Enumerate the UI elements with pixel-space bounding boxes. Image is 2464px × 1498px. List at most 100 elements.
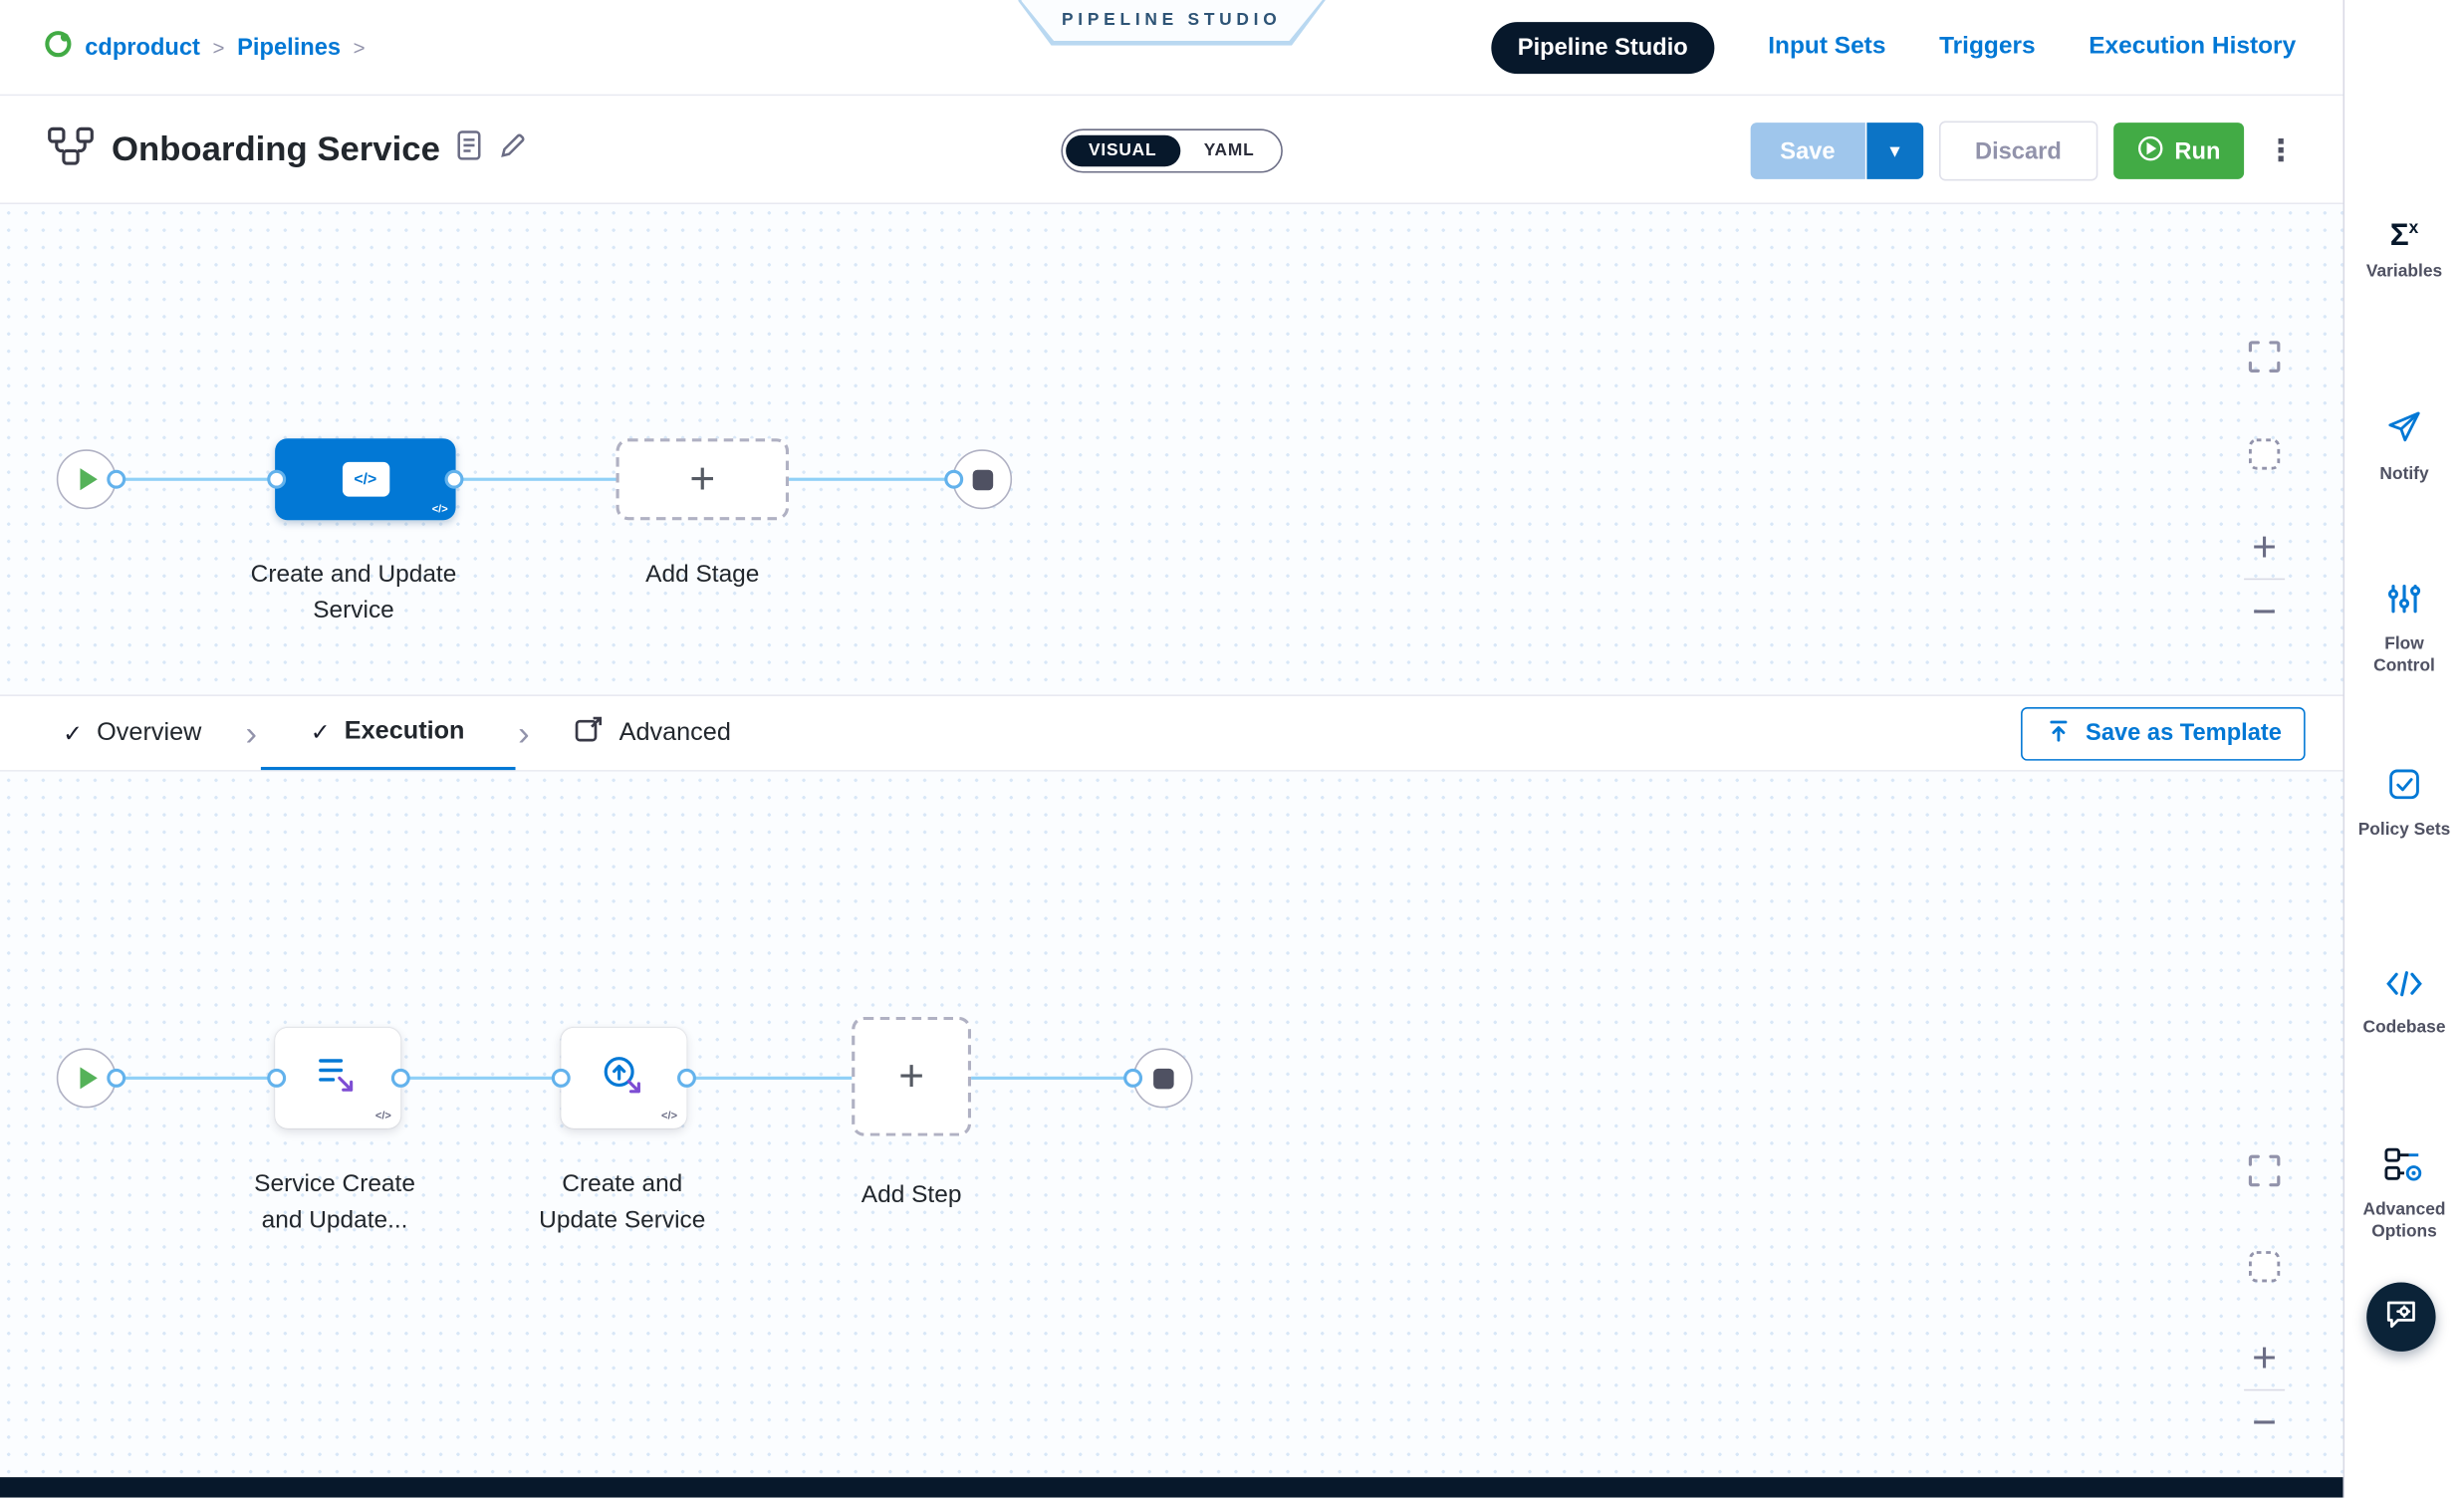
- edit-pencil-icon[interactable]: [498, 131, 526, 167]
- stage-node-create-update-service[interactable]: </> </>: [275, 438, 456, 521]
- sidebar-item-label: Advanced Options: [2362, 1200, 2446, 1242]
- stage-code-badge: </>: [431, 504, 448, 516]
- pipeline-end-node[interactable]: [952, 449, 1013, 510]
- breadcrumb-separator: >: [353, 35, 366, 60]
- tab-advanced[interactable]: Advanced: [533, 696, 772, 770]
- notify-plane-icon: [2385, 408, 2423, 454]
- plus-icon: +: [898, 1051, 925, 1101]
- execution-canvas[interactable]: </> Service Create and Update... </> Cre…: [0, 771, 2343, 1484]
- chat-bubble-icon: [2384, 1296, 2419, 1339]
- add-step-label: Add Step: [861, 1181, 962, 1209]
- plus-icon: +: [689, 453, 716, 503]
- connector-dot: [107, 1068, 126, 1088]
- step1-label: Service Create and Update...: [254, 1170, 415, 1234]
- deploy-stage-icon: </>: [342, 461, 389, 497]
- selection-box-icon[interactable]: [2244, 1246, 2285, 1287]
- step-code-badge: </>: [661, 1111, 678, 1123]
- tab-execution[interactable]: ✓ Execution: [260, 696, 515, 771]
- chevron-right-icon: ›: [245, 712, 258, 752]
- connector-dot: [390, 1068, 410, 1088]
- code-glyph: </>: [354, 470, 377, 488]
- connector-line: [400, 1076, 563, 1080]
- policy-sets-icon: [2387, 767, 2422, 810]
- execution-start-node[interactable]: [56, 1048, 117, 1109]
- visual-yaml-toggle: VISUAL YAML: [1060, 128, 1283, 173]
- pipeline-toolbar: Onboarding Service VISUAL YAML Save ▾ Di…: [0, 96, 2343, 205]
- advanced-icon: [574, 713, 606, 752]
- save-as-template-button[interactable]: Save as Template: [2021, 706, 2306, 760]
- breadcrumb-org-link[interactable]: cdproduct: [85, 33, 200, 61]
- tab-input-sets[interactable]: Input Sets: [1768, 33, 1886, 60]
- step-create-update-service[interactable]: </>: [561, 1027, 687, 1128]
- chevron-down-icon: ▾: [1889, 137, 1900, 162]
- run-button-label: Run: [2174, 137, 2221, 164]
- toggle-yaml[interactable]: YAML: [1203, 141, 1255, 160]
- sidebar-item-flow-control[interactable]: Flow Control: [2344, 582, 2464, 678]
- right-sidebar: Σx Variables Notify Flow Control Policy …: [2342, 0, 2464, 1498]
- sidebar-item-variables[interactable]: Σx Variables: [2344, 220, 2464, 284]
- variables-icon: Σx: [2389, 218, 2419, 254]
- toolbar-actions: Save ▾ Discard Run ⋮: [1750, 121, 2297, 181]
- zoom-out-button[interactable]: −: [2252, 588, 2278, 635]
- selection-box-icon[interactable]: [2244, 433, 2285, 474]
- run-button[interactable]: Run: [2112, 123, 2245, 179]
- step2-label: Create and Update Service: [539, 1170, 706, 1234]
- add-step-button[interactable]: +: [852, 1016, 972, 1136]
- pipeline-start-node[interactable]: [56, 449, 117, 510]
- tab-overview[interactable]: ✓ Overview: [63, 696, 242, 770]
- tab-execution-history[interactable]: Execution History: [2089, 33, 2297, 60]
- breadcrumb-pipelines-link[interactable]: Pipelines: [237, 33, 342, 61]
- sidebar-item-advanced-options[interactable]: Advanced Options: [2344, 1147, 2464, 1244]
- zoom-out-button[interactable]: −: [2252, 1398, 2278, 1446]
- connector-line: [455, 477, 619, 481]
- connector-line: [686, 1076, 854, 1080]
- stop-icon: [971, 468, 993, 490]
- tab-pipeline-studio[interactable]: Pipeline Studio: [1490, 21, 1715, 74]
- description-icon[interactable]: [457, 130, 481, 168]
- zoom-divider: [2244, 578, 2286, 581]
- pipeline-studio-ribbon-label: PIPELINE STUDIO: [1020, 0, 1323, 42]
- tab-overview-label: Overview: [97, 718, 202, 746]
- add-stage-button[interactable]: +: [616, 438, 790, 521]
- help-chat-button[interactable]: [2366, 1282, 2436, 1352]
- sidebar-item-codebase[interactable]: Codebase: [2344, 968, 2464, 1039]
- upload-icon: [2045, 716, 2073, 751]
- sidebar-item-label: Policy Sets: [2357, 820, 2451, 840]
- breadcrumb-separator: >: [212, 35, 225, 60]
- bottom-bar: [0, 1477, 2343, 1498]
- step-service-create-update[interactable]: </>: [275, 1027, 401, 1128]
- stage-config-tabs: ✓ Overview › ✓ Execution › Advanced Save…: [0, 694, 2343, 772]
- tab-triggers[interactable]: Triggers: [1939, 33, 2036, 60]
- sidebar-item-policy-sets[interactable]: Policy Sets: [2344, 767, 2464, 842]
- chevron-right-icon: ›: [518, 712, 530, 752]
- discard-button[interactable]: Discard: [1938, 121, 2098, 181]
- sidebar-item-notify[interactable]: Notify: [2344, 408, 2464, 486]
- zoom-divider: [2244, 1388, 2286, 1391]
- save-caret-button[interactable]: ▾: [1866, 123, 1923, 179]
- fullscreen-icon[interactable]: [2244, 337, 2285, 377]
- service-definition-step-icon: [313, 1051, 363, 1106]
- fullscreen-icon[interactable]: [2244, 1150, 2285, 1191]
- kebab-menu-icon[interactable]: ⋮: [2266, 133, 2297, 168]
- stage-canvas[interactable]: </> </> Create and Update Service + Add …: [0, 204, 2343, 695]
- connector-dot: [944, 469, 964, 489]
- save-button[interactable]: Save: [1750, 123, 1865, 179]
- sidebar-item-label: Codebase: [2362, 1018, 2446, 1038]
- check-icon: ✓: [63, 720, 83, 748]
- zoom-in-button[interactable]: +: [2252, 1334, 2278, 1381]
- breadcrumb: cdproduct > Pipelines >: [44, 0, 366, 95]
- connector-dot: [107, 469, 126, 489]
- stage-label: Create and Update Service: [250, 561, 457, 624]
- play-icon: [80, 468, 98, 491]
- top-nav: cdproduct > Pipelines > PIPELINE STUDIO …: [0, 0, 2343, 97]
- toggle-visual[interactable]: VISUAL: [1065, 134, 1181, 167]
- zoom-in-button[interactable]: +: [2252, 523, 2278, 571]
- sidebar-item-label: Flow Control: [2373, 634, 2435, 676]
- connector-line: [116, 1076, 277, 1080]
- add-stage-label: Add Stage: [645, 561, 760, 589]
- run-play-icon: [2137, 134, 2164, 167]
- advanced-options-icon: [2384, 1147, 2425, 1190]
- stop-icon: [1152, 1068, 1173, 1089]
- pipeline-icon: [47, 125, 94, 173]
